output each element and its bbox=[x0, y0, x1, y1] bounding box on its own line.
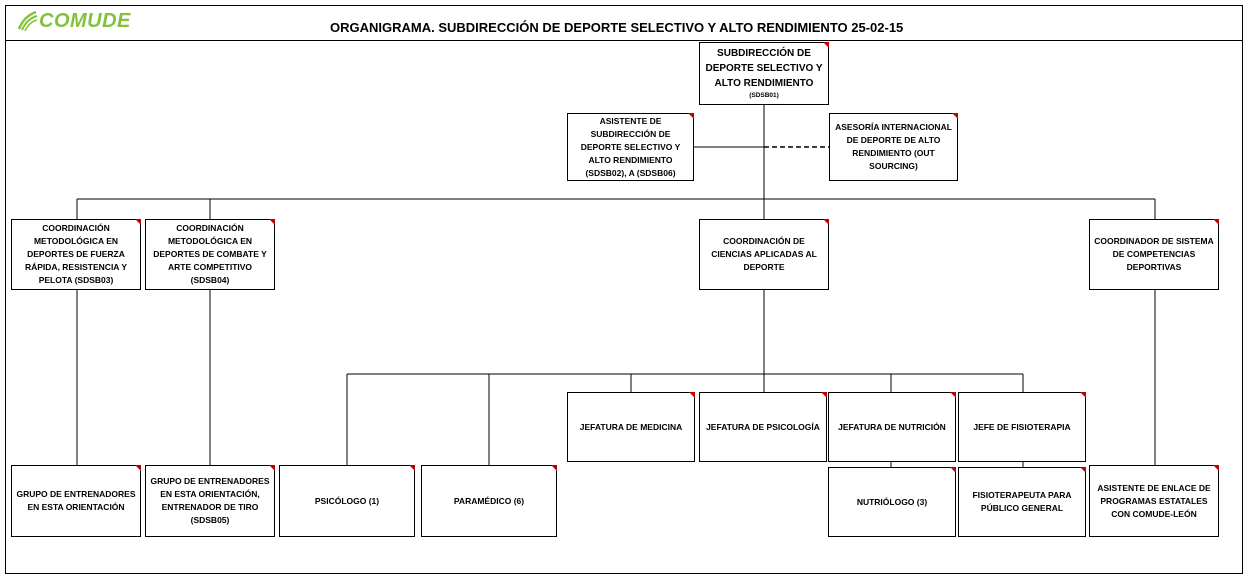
node-label: COORDINACIÓN DE CIENCIAS APLICADAS AL DE… bbox=[711, 236, 817, 272]
node-jefe-fisioterapia: JEFE DE FISIOTERAPIA bbox=[958, 392, 1086, 462]
node-label: FISIOTERAPEUTA PARA PÚBLICO GENERAL bbox=[972, 490, 1072, 513]
page-title: ORGANIGRAMA. SUBDIRECCIÓN DE DEPORTE SEL… bbox=[330, 20, 904, 35]
node-label: PARAMÉDICO (6) bbox=[453, 495, 525, 506]
node-fisioterapeuta: FISIOTERAPEUTA PARA PÚBLICO GENERAL bbox=[958, 467, 1086, 537]
node-label: COORDINACIÓN METODOLÓGICA EN DEPORTES DE… bbox=[24, 223, 128, 285]
node-asesoria-internacional: ASESORÍA INTERNACIONAL DE DEPORTE DE ALT… bbox=[829, 113, 958, 181]
node-jefatura-medicina: JEFATURA DE MEDICINA bbox=[567, 392, 695, 462]
node-label: JEFATURA DE MEDICINA bbox=[579, 421, 683, 432]
node-paramedico: PARAMÉDICO (6) bbox=[421, 465, 557, 537]
node-subdireccion: SUBDIRECCIÓN DE DEPORTE SELECTIVO Y ALTO… bbox=[699, 42, 829, 105]
comude-swoosh-icon bbox=[17, 10, 38, 32]
node-label: ASISTENTE DE SUBDIRECCIÓN DE DEPORTE SEL… bbox=[580, 115, 681, 178]
node-asistente-enlace: ASISTENTE DE ENLACE DE PROGRAMAS ESTATAL… bbox=[1089, 465, 1219, 537]
node-asistente-subdireccion: ASISTENTE DE SUBDIRECCIÓN DE DEPORTE SEL… bbox=[567, 113, 694, 181]
node-grupo-entrenadores-1: GRUPO DE ENTRENADORES EN ESTA ORIENTACIÓ… bbox=[11, 465, 141, 537]
node-label: NUTRIÓLOGO (3) bbox=[856, 496, 928, 507]
node-jefatura-psicologia: JEFATURA DE PSICOLOGÍA bbox=[699, 392, 827, 462]
node-label: JEFATURA DE PSICOLOGÍA bbox=[706, 421, 820, 432]
node-label: JEFE DE FISIOTERAPIA bbox=[973, 421, 1071, 432]
node-coord-competencias: COORDINADOR DE SISTEMA DE COMPETENCIAS D… bbox=[1089, 219, 1219, 290]
node-psicologo: PSICÓLOGO (1) bbox=[279, 465, 415, 537]
node-nutriologo: NUTRIÓLOGO (3) bbox=[828, 467, 956, 537]
header-divider bbox=[5, 40, 1243, 41]
node-code: (SDSB05) bbox=[190, 515, 230, 525]
node-label: COORDINACIÓN METODOLÓGICA EN DEPORTES DE… bbox=[153, 223, 267, 285]
node-label: ASISTENTE DE ENLACE DE PROGRAMAS ESTATAL… bbox=[1097, 482, 1211, 519]
node-label: GRUPO DE ENTRENADORES EN ESTA ORIENTACIÓ… bbox=[16, 489, 136, 512]
node-label: COORDINADOR DE SISTEMA DE COMPETENCIAS D… bbox=[1094, 236, 1214, 272]
node-code: (SDSB01) bbox=[749, 92, 779, 99]
comude-logo: COMUDE bbox=[16, 7, 131, 35]
node-coord-ciencias: COORDINACIÓN DE CIENCIAS APLICADAS AL DE… bbox=[699, 219, 829, 290]
logo-text: COMUDE bbox=[39, 9, 131, 32]
chart-frame bbox=[5, 5, 1243, 574]
node-label: JEFATURA DE NUTRICIÓN bbox=[838, 421, 946, 432]
node-grupo-entrenadores-2: GRUPO DE ENTRENADORES EN ESTA ORIENTACIÓ… bbox=[145, 465, 275, 537]
node-coord-combate: COORDINACIÓN METODOLÓGICA EN DEPORTES DE… bbox=[145, 219, 275, 290]
node-label: ASESORÍA INTERNACIONAL DE DEPORTE DE ALT… bbox=[835, 122, 952, 171]
node-coord-fuerza: COORDINACIÓN METODOLÓGICA EN DEPORTES DE… bbox=[11, 219, 141, 290]
node-label: GRUPO DE ENTRENADORES EN ESTA ORIENTACIÓ… bbox=[150, 476, 270, 512]
node-label: PSICÓLOGO (1) bbox=[314, 495, 380, 506]
node-jefatura-nutricion: JEFATURA DE NUTRICIÓN bbox=[828, 392, 956, 462]
node-label: SUBDIRECCIÓN DE DEPORTE SELECTIVO Y ALTO… bbox=[705, 48, 823, 89]
